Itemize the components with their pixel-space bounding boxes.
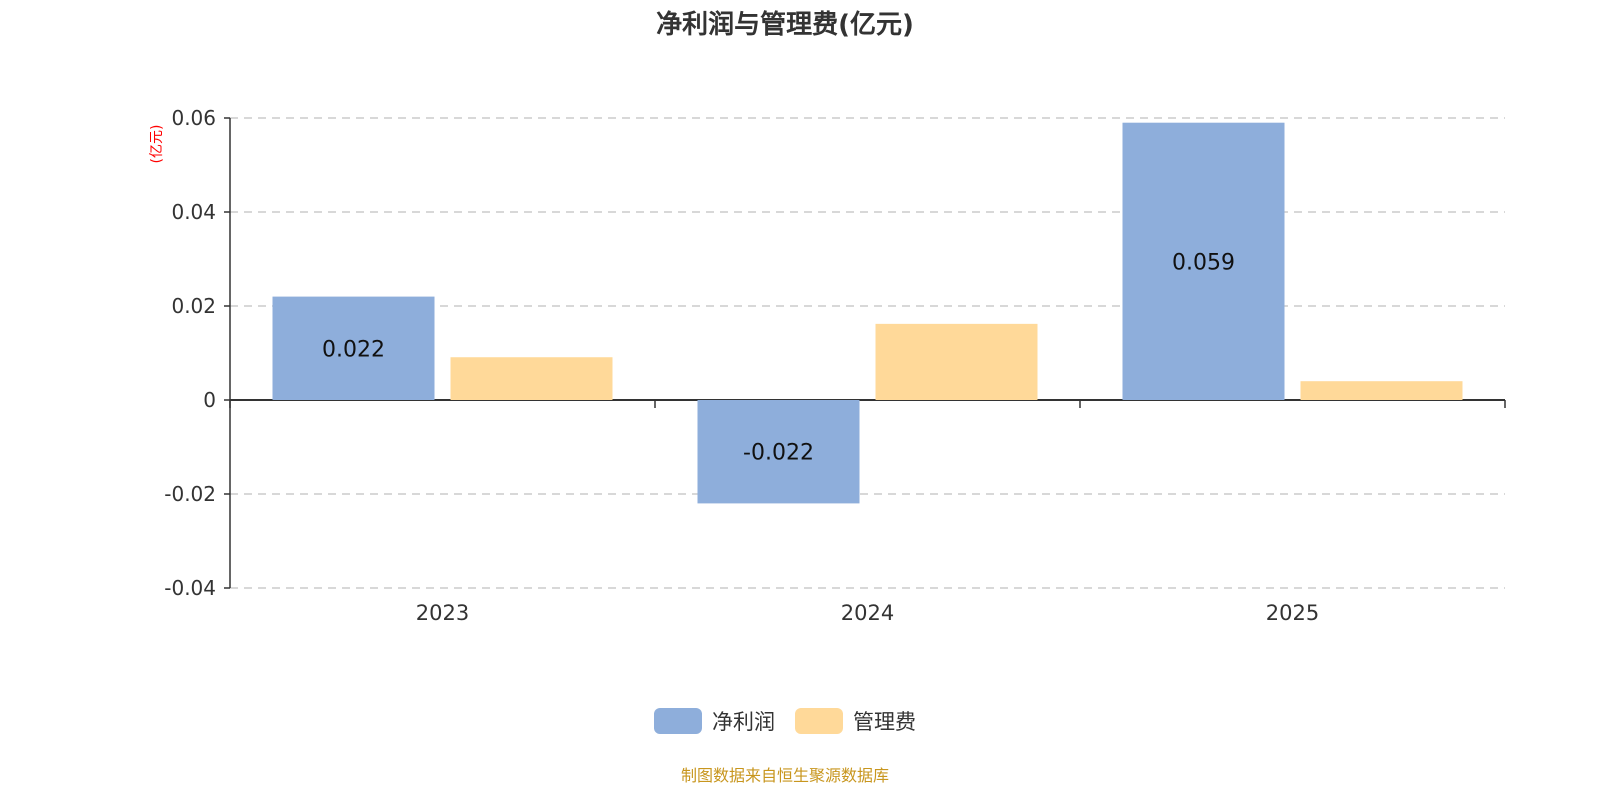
x-tick-label: 2024: [841, 601, 894, 625]
legend-item-admin-expense[interactable]: 管理费: [795, 706, 916, 736]
plot-area: 0.06 0.04 0.02 0 -0.02 -0.04 2023 2024 2025 0.022…: [164, 106, 1506, 625]
data-label: 0.059: [1172, 250, 1235, 275]
legend-label-admin-expense: 管理费: [853, 710, 916, 734]
legend-label-net-profit: 净利润: [712, 710, 775, 734]
bar-admin-expense-2025: [1300, 381, 1463, 400]
data-label: 0.022: [322, 337, 385, 362]
y-tick-label: 0.02: [171, 294, 216, 318]
legend: 净利润 管理费: [0, 706, 1570, 736]
legend-swatch-admin-expense: [795, 708, 843, 734]
bar-admin-expense-2023: [450, 357, 613, 400]
y-tick-label: 0.04: [171, 200, 216, 224]
bar-admin-expense-2024: [875, 323, 1038, 400]
legend-item-net-profit[interactable]: 净利润: [654, 706, 775, 736]
y-tick-label: -0.02: [164, 482, 216, 506]
source-note: 制图数据来自恒生聚源数据库: [680, 766, 889, 785]
data-label: -0.022: [743, 441, 814, 466]
y-tick-label: 0: [203, 388, 216, 412]
x-tick-label: 2023: [416, 601, 469, 625]
bar-net-profit-2025: [1122, 122, 1285, 400]
legend-swatch-net-profit: [654, 708, 702, 734]
y-tick-label: -0.04: [164, 576, 216, 600]
x-tick-label: 2025: [1266, 601, 1319, 625]
chart-title: 净利润与管理费(亿元): [656, 10, 914, 40]
bar-net-profit-2023: [272, 296, 435, 400]
bar-net-profit-2024: [697, 400, 860, 504]
y-tick-label: 0.06: [171, 106, 216, 130]
